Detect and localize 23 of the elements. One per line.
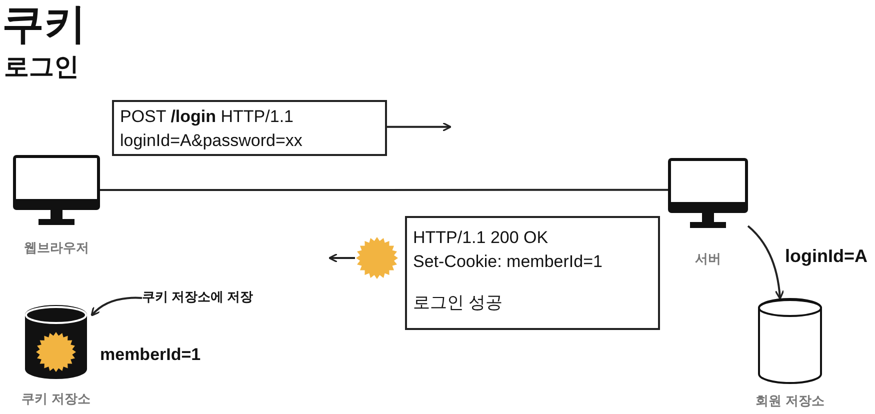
arrow	[387, 122, 452, 132]
subtitle: 로그인	[4, 52, 79, 83]
message-box	[405, 216, 660, 330]
arrow	[328, 253, 355, 263]
message-text: POST /login HTTP/1.1	[120, 106, 294, 128]
connector-line	[100, 188, 668, 191]
device-label: 서버	[694, 250, 722, 268]
storage-label: 회원 저장소	[754, 392, 826, 410]
message-box	[112, 100, 387, 156]
message-text: 로그인 성공	[413, 292, 504, 314]
arrow	[747, 225, 784, 300]
monitor-node	[668, 158, 748, 268]
cookie-value: memberId=1	[100, 345, 201, 365]
message-text: HTTP/1.1 200 OK	[413, 227, 550, 249]
message-text: loginId=A&password=xx	[120, 130, 304, 152]
arrow	[90, 296, 142, 316]
message-text: Set-Cookie: memberId=1	[413, 251, 604, 273]
title: 쿠키	[2, 0, 86, 49]
device-label: 웹브라우저	[23, 239, 90, 257]
edge-label: loginId=A	[785, 246, 868, 267]
note-text: 쿠키 저장소에 저장	[142, 288, 254, 306]
monitor-node	[13, 155, 100, 257]
storage-label: 쿠키 저장소	[20, 390, 92, 408]
